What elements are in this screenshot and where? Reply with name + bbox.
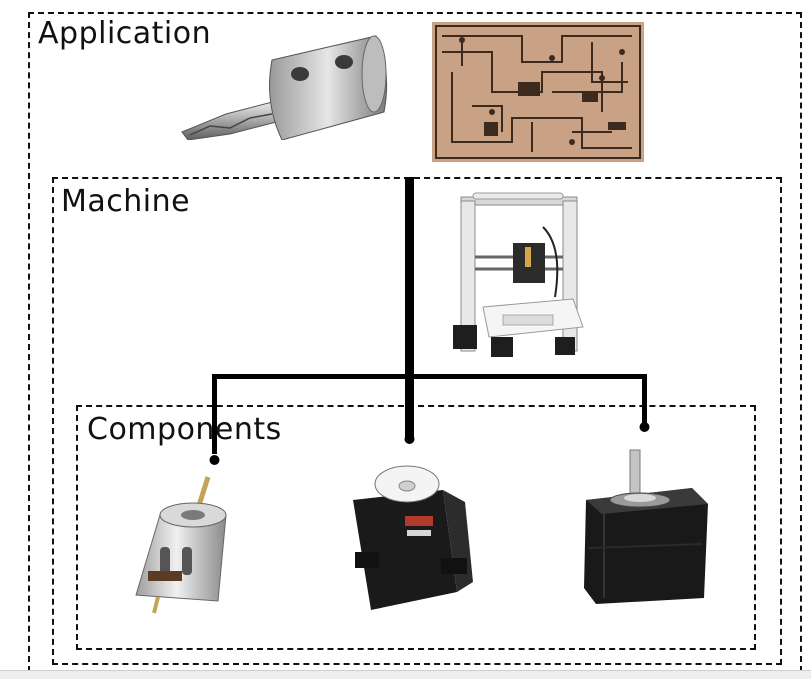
components-label: Components bbox=[87, 412, 282, 447]
machine-box bbox=[52, 177, 782, 665]
machine-label: Machine bbox=[61, 184, 191, 219]
stepper-motor-image bbox=[582, 448, 712, 608]
3d-printer-cnc-machine-image bbox=[443, 187, 593, 365]
application-label: Application bbox=[38, 16, 212, 51]
window-bottom-edge bbox=[0, 670, 811, 679]
end-mill-tool-holder-image bbox=[181, 35, 388, 140]
components-box bbox=[76, 405, 756, 650]
pcb-board-image bbox=[432, 22, 644, 162]
servo-motor-image bbox=[345, 462, 477, 614]
dc-motor-image bbox=[135, 476, 227, 614]
